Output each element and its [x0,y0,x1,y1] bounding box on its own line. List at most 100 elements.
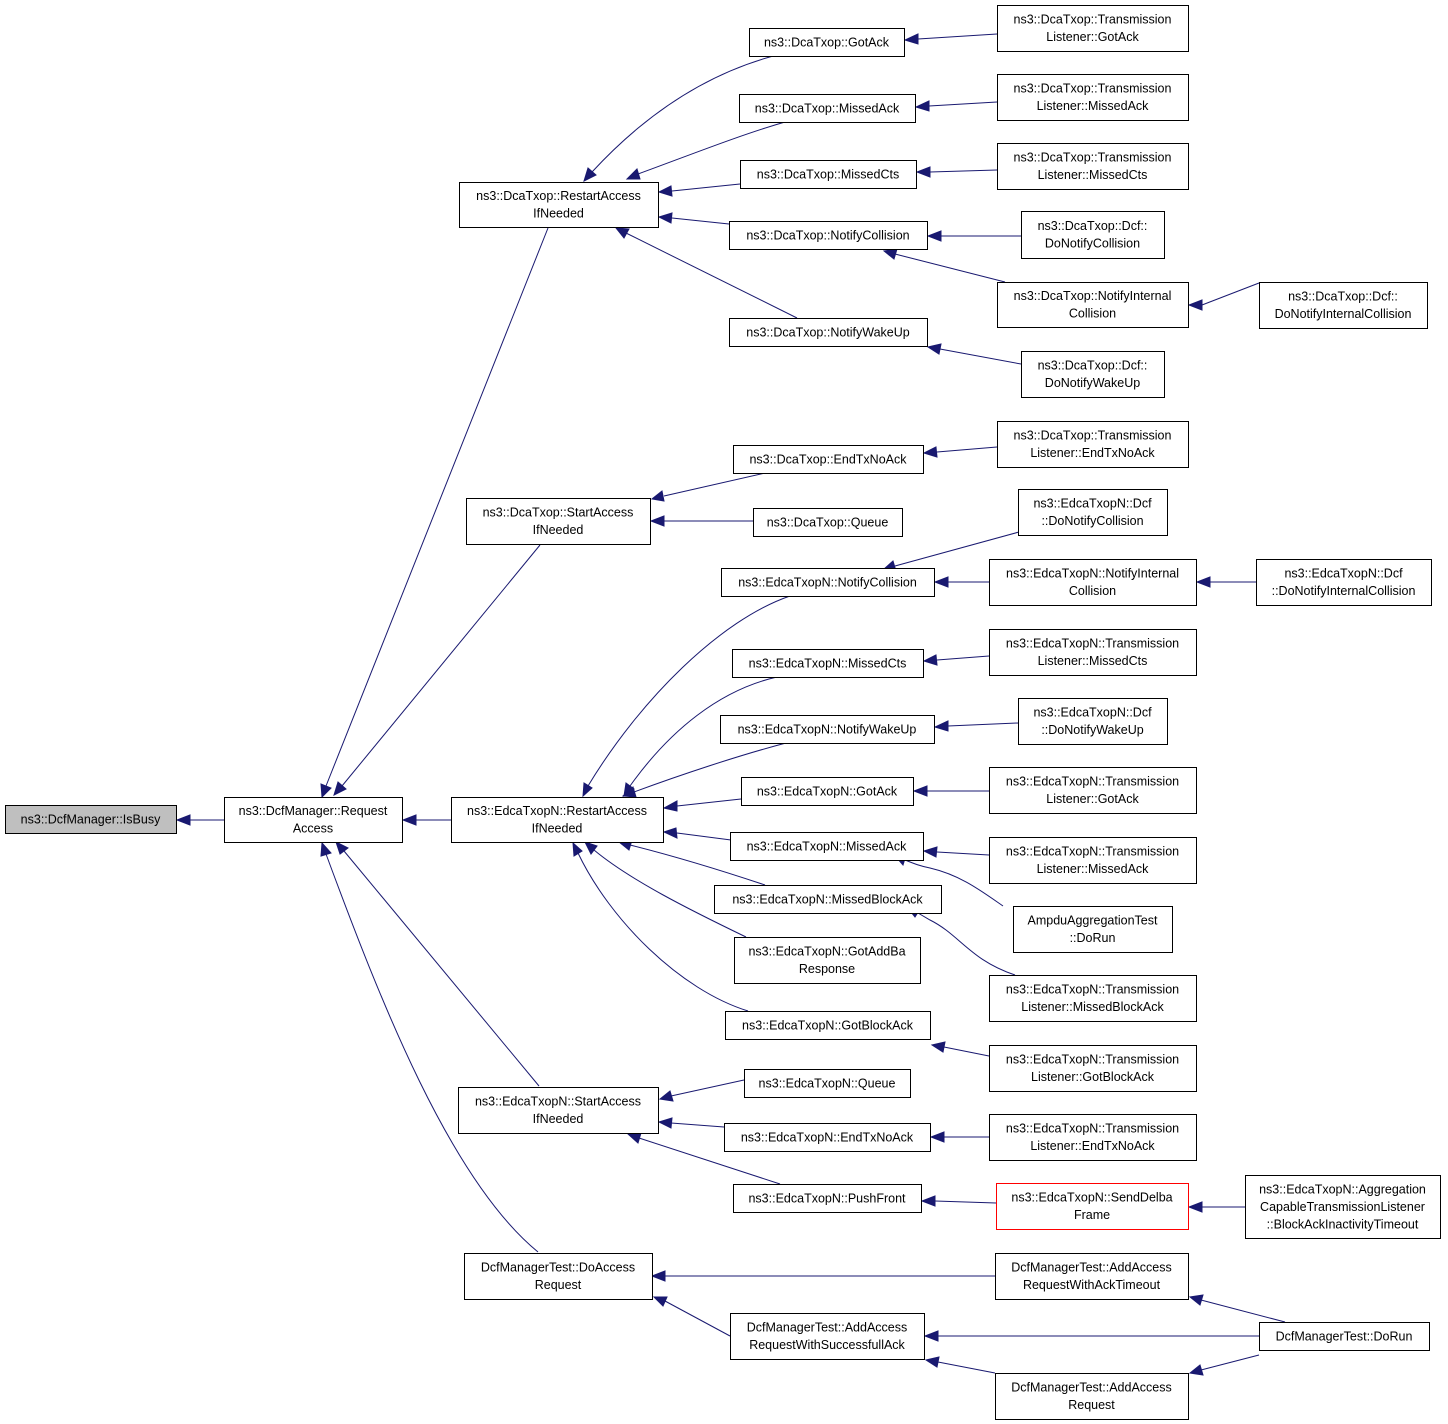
node-box [741,777,914,806]
call-edge [930,1041,990,1057]
node-label: ns3::DcaTxop::Transmission [1014,151,1172,165]
node-edca-gotack[interactable]: ns3::EdcaTxopN::GotAck [741,777,914,806]
node-tl-edca-missedack[interactable]: ns3::EdcaTxopN::TransmissionListener::Mi… [989,837,1197,884]
node-dca-dcf-donotifyinternal[interactable]: ns3::DcaTxop::Dcf::DoNotifyInternalColli… [1259,282,1428,329]
edge-line [943,1046,990,1057]
node-box [989,629,1197,676]
node-label: ns3::EdcaTxopN::Aggregation [1259,1182,1426,1196]
edge-arrowhead [922,846,938,858]
call-edge [915,166,998,178]
node-dca-missedcts[interactable]: ns3::DcaTxop::MissedCts [740,160,917,189]
edge-arrowhead [915,166,931,178]
node-edca-dcf-donotifywake[interactable]: ns3::EdcaTxopN::Dcf::DoNotifyWakeUp [1018,698,1168,745]
node-box [1245,1175,1441,1239]
node-agg-blockackinactivity[interactable]: ns3::EdcaTxopN::AggregationCapableTransm… [1245,1175,1441,1239]
node-dca-endtxnoack[interactable]: ns3::DcaTxop::EndTxNoAck [733,445,924,474]
node-edca-notifycoll[interactable]: ns3::EdcaTxopN::NotifyCollision [721,568,935,597]
node-edca-missedack[interactable]: ns3::EdcaTxopN::MissedAck [730,832,924,861]
node-dca-gotack[interactable]: ns3::DcaTxop::GotAck [749,28,905,57]
node-label: ns3::EdcaTxopN::Transmission [1006,637,1179,651]
edge-line [591,54,778,173]
edge-arrowhead [882,248,898,260]
edge-arrowhead [584,841,598,855]
node-dca-dcf-donotifycoll[interactable]: ns3::DcaTxop::Dcf::DoNotifyCollision [1021,211,1165,259]
node-dmt-withsuccess[interactable]: DcfManagerTest::AddAccessRequestWithSucc… [730,1313,925,1360]
node-edca-dcf-donotifycoll[interactable]: ns3::EdcaTxopN::Dcf::DoNotifyCollision [1018,489,1168,536]
node-label: ns3::EdcaTxopN::Dcf [1284,567,1403,581]
edge-line [629,844,766,886]
edge-line [664,1300,731,1337]
node-dca-queue[interactable]: ns3::DcaTxop::Queue [753,508,903,537]
node-label: Collision [1069,307,1116,321]
node-dca-notifycoll[interactable]: ns3::DcaTxop::NotifyCollision [729,221,928,250]
edge-arrowhead [920,1195,936,1207]
node-edca-notifyinternal[interactable]: ns3::EdcaTxopN::NotifyInternalCollision [989,559,1197,606]
node-tl-edca-missedcts[interactable]: ns3::EdcaTxopN::TransmissionListener::Mi… [989,629,1197,676]
edge-arrowhead [929,1131,945,1143]
node-dca-notifywake[interactable]: ns3::DcaTxop::NotifyWakeUp [729,318,928,347]
edge-line [587,595,791,787]
node-edca-dcf-donotifyinternal[interactable]: ns3::EdcaTxopN::Dcf::DoNotifyInternalCol… [1256,559,1432,606]
node-edca-missedblock[interactable]: ns3::EdcaTxopN::MissedBlockAck [714,885,942,914]
edge-arrowhead [933,720,949,732]
node-dmt-dorun[interactable]: DcfManagerTest::DoRun [1259,1322,1430,1351]
node-label: ns3::EdcaTxopN::Transmission [1006,845,1179,859]
call-edge [625,121,786,180]
node-dmt-withacktimeout[interactable]: DcfManagerTest::AddAccessRequestWithAckT… [995,1253,1189,1300]
edge-arrowhead [320,783,332,799]
node-tl-dca-missedack[interactable]: ns3::DcaTxop::TransmissionListener::Miss… [997,74,1189,121]
node-edca-missedcts[interactable]: ns3::EdcaTxopN::MissedCts [732,649,924,678]
node-label: CapableTransmissionListener [1260,1200,1425,1214]
edge-arrowhead [657,212,673,224]
node-tl-edca-gotblock[interactable]: ns3::EdcaTxopN::TransmissionListener::Go… [989,1045,1197,1092]
node-box [733,445,924,474]
node-label: DcfManagerTest::AddAccess [1011,1261,1172,1275]
nodes-layer: ns3::DcfManager::IsBusyns3::DcfManager::… [5,5,1441,1420]
node-label: ::DoNotifyCollision [1041,514,1143,528]
node-tl-edca-missedblock[interactable]: ns3::EdcaTxopN::TransmissionListener::Mi… [989,975,1197,1022]
edge-arrowhead [582,782,593,798]
edge-line [934,1200,997,1204]
node-box [749,28,905,57]
node-dca-dcf-donotifywake[interactable]: ns3::DcaTxop::Dcf::DoNotifyWakeUp [1021,351,1165,398]
node-ampdu-dorun[interactable]: AmpduAggregationTest::DoRun [1013,906,1173,953]
node-tl-dca-missedcts[interactable]: ns3::DcaTxop::TransmissionListener::Miss… [997,143,1189,190]
node-edca-notifywake[interactable]: ns3::EdcaTxopN::NotifyWakeUp [720,715,935,744]
node-tl-dca-gotack[interactable]: ns3::DcaTxop::TransmissionListener::GotA… [997,5,1189,52]
edge-arrowhead [650,1270,666,1282]
edge-arrowhead [572,841,583,857]
node-label: ns3::DcaTxop::Dcf:: [1038,219,1148,233]
node-tl-dca-endtxnoack[interactable]: ns3::DcaTxop::TransmissionListener::EndT… [997,421,1189,468]
node-dca-missedack[interactable]: ns3::DcaTxop::MissedAck [739,94,916,123]
call-edge [583,54,778,182]
node-edca-gotblock[interactable]: ns3::EdcaTxopN::GotBlockAck [725,1011,931,1040]
node-dca-notifyinternal[interactable]: ns3::DcaTxop::NotifyInternalCollision [997,282,1189,328]
node-edca-pushfront[interactable]: ns3::EdcaTxopN::PushFront [733,1184,922,1213]
node-box [1259,1322,1430,1351]
node-box [1018,489,1168,536]
edge-line [341,544,541,787]
edge-arrowhead [1187,299,1203,311]
edge-arrowhead [658,1090,674,1102]
call-edge [626,1132,781,1185]
node-tl-edca-gotack[interactable]: ns3::EdcaTxopN::TransmissionListener::Go… [989,767,1197,814]
node-box [732,649,924,678]
node-edca-endtxnoack[interactable]: ns3::EdcaTxopN::EndTxNoAck [724,1123,931,1152]
node-tl-edca-endtxnoack[interactable]: ns3::EdcaTxopN::TransmissionListener::En… [989,1114,1197,1161]
call-edge [926,230,1021,242]
node-label: ns3::EdcaTxopN::Queue [759,1076,896,1090]
call-edge [175,814,224,826]
node-edca-queue[interactable]: ns3::EdcaTxopN::Queue [744,1069,911,1098]
edge-line [936,851,990,856]
node-label: ns3::EdcaTxopN::MissedCts [749,656,907,670]
call-edge [582,595,791,798]
